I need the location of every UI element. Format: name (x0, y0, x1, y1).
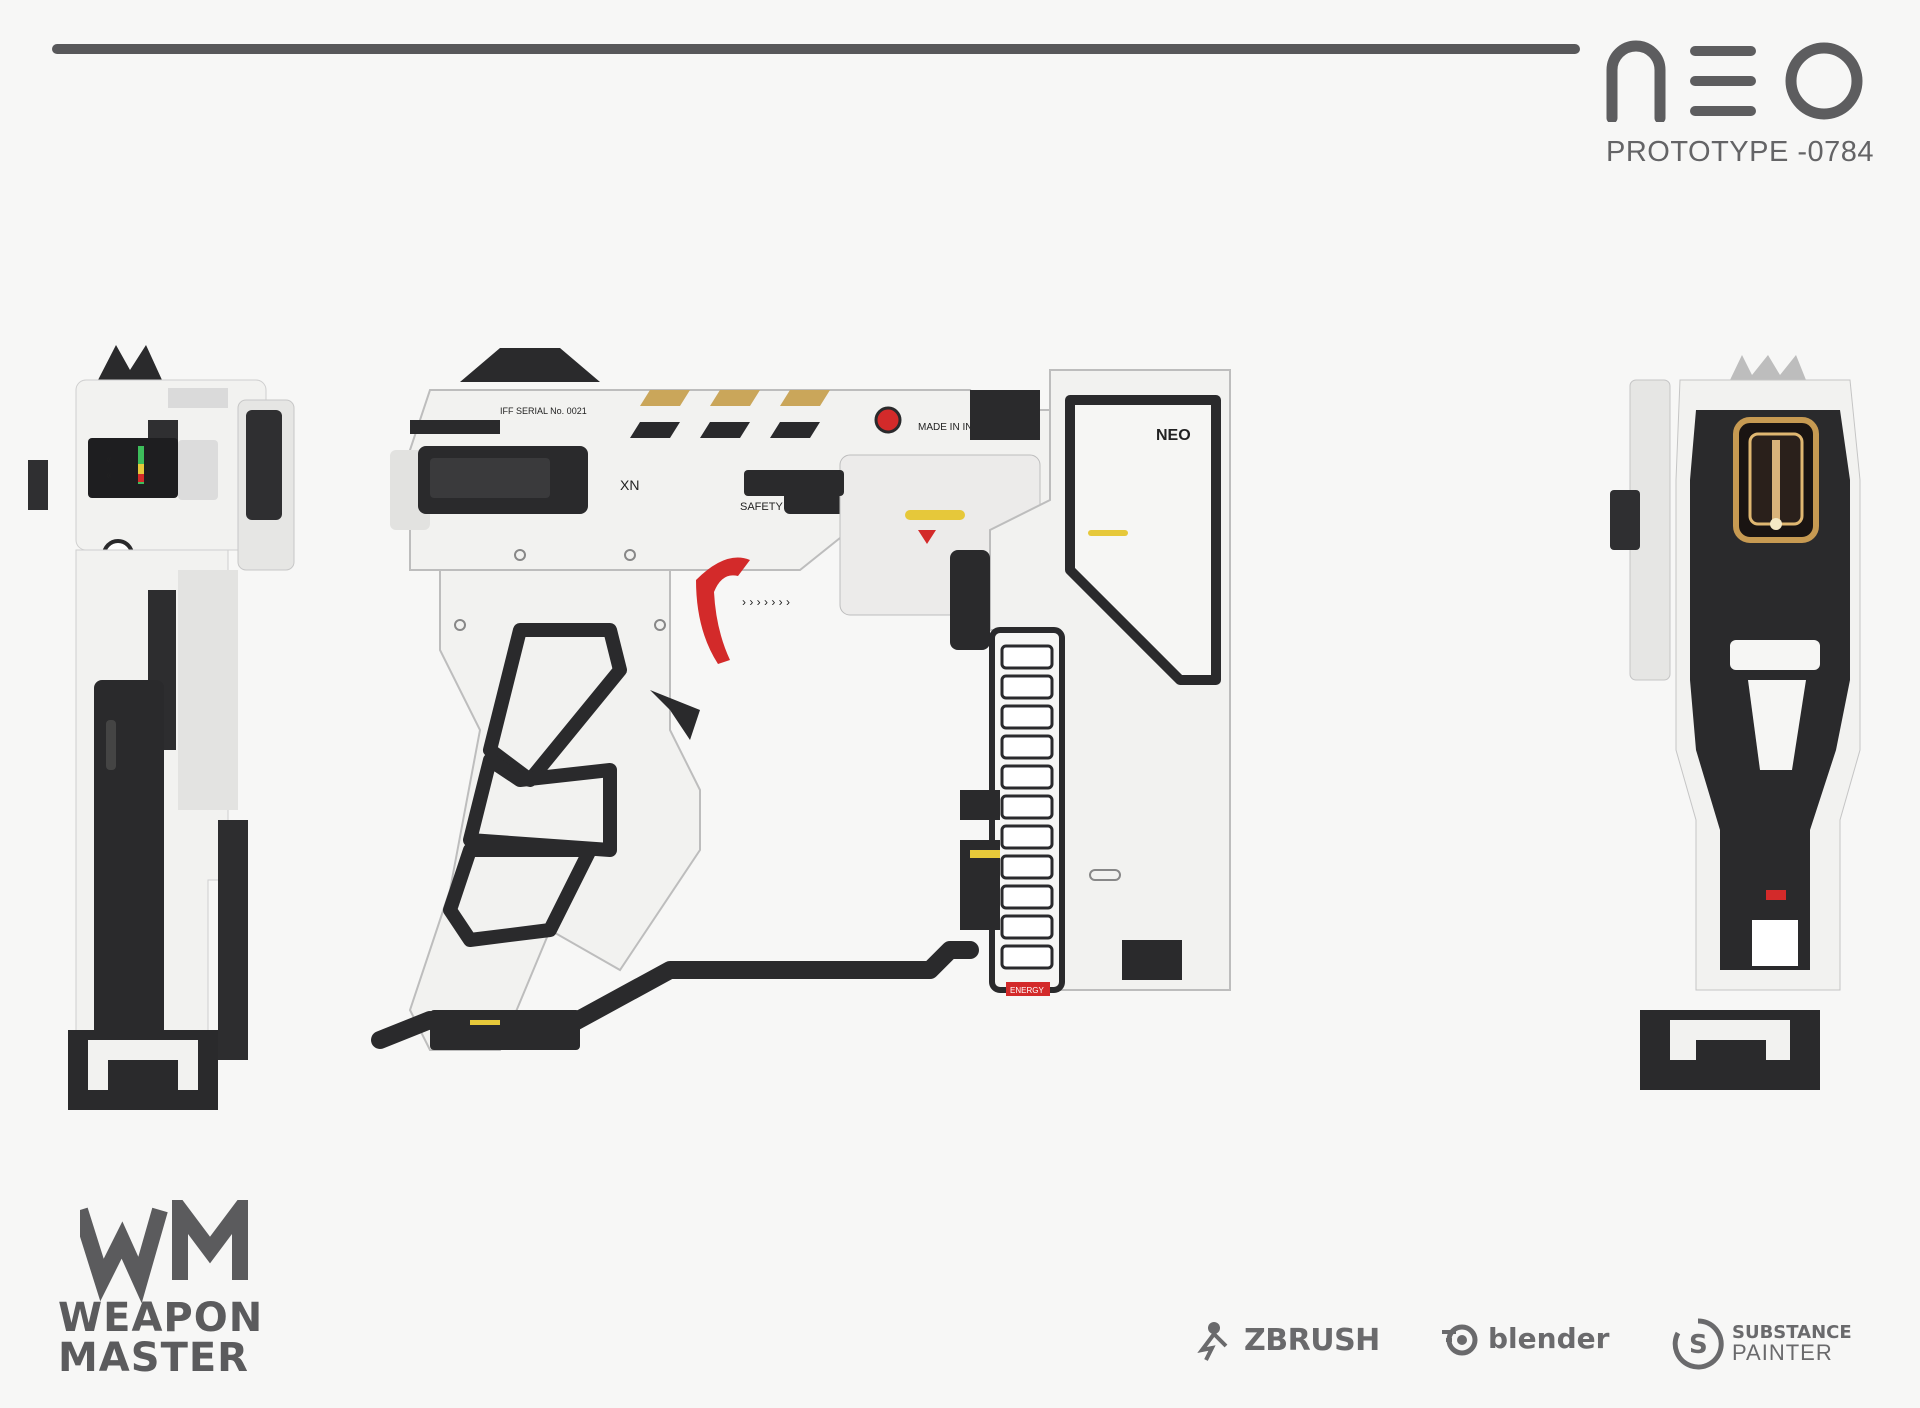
svg-text:ENERGY: ENERGY (1010, 986, 1044, 995)
blender-badge: blender (1440, 1318, 1609, 1358)
svg-text:› › › › › › ›: › › › › › › › (742, 595, 790, 609)
svg-text:SAFETY: SAFETY (740, 501, 783, 513)
substance-label-2: PAINTER (1732, 1340, 1833, 1365)
svg-text:«: « (106, 470, 112, 481)
substance-badge: S SUBSTANCE PAINTER (1672, 1318, 1852, 1370)
blender-icon (1442, 1324, 1478, 1356)
top-rule (52, 44, 1580, 54)
zbrush-badge: ZBRUSH (1192, 1318, 1380, 1362)
svg-text:MADE IN INDIA: MADE IN INDIA (918, 422, 989, 433)
substance-label-1: SUBSTANCE (1732, 1322, 1852, 1343)
prototype-subtitle: PROTOTYPE -0784 (1606, 136, 1875, 168)
svg-text:IFF SERIAL No. 0021: IFF SERIAL No. 0021 (500, 406, 587, 416)
substance-painter-icon: S (1672, 1318, 1724, 1370)
rear-view (1600, 350, 1890, 1110)
studio-name-line1: WEAPON (58, 1295, 264, 1341)
svg-text:«: « (106, 454, 112, 465)
blender-label: blender (1488, 1321, 1610, 1355)
svg-text:S: S (1689, 1330, 1708, 1360)
studio-name-line2: MASTER (58, 1335, 249, 1381)
zbrush-icon (1197, 1322, 1228, 1361)
side-view: IFF SERIAL No. 0021 XN SAFETY MADE IN IN… (370, 330, 1540, 1100)
front-view: « « (28, 340, 308, 1120)
zbrush-label: ZBRUSH (1244, 1322, 1380, 1358)
svg-text:NEO: NEO (1156, 427, 1191, 444)
weapon-master-logo (80, 1200, 248, 1304)
neo-logo (1606, 40, 1863, 122)
svg-text:XN: XN (620, 477, 639, 493)
